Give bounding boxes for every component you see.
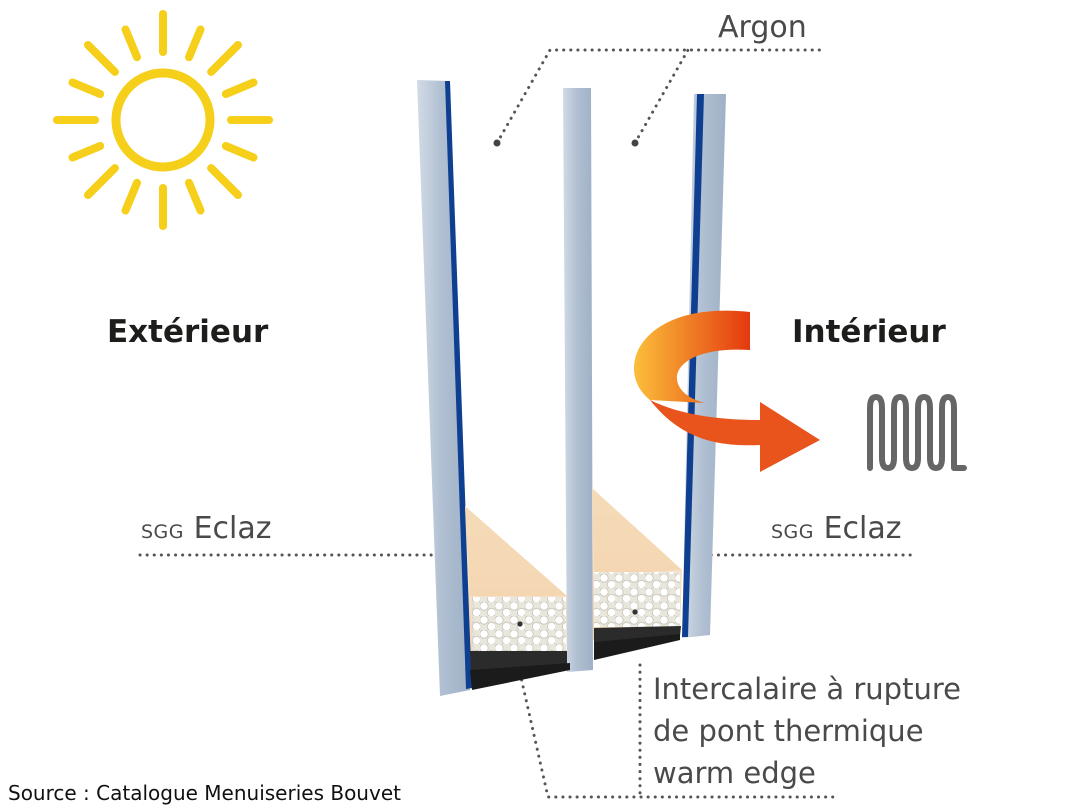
- glass-pane-exterior: [417, 80, 470, 696]
- sgg-prefix: SGG: [771, 521, 815, 543]
- sun-ray: [68, 78, 105, 98]
- sun-ray: [84, 41, 119, 76]
- eclaz-label-left: SGG Eclaz: [141, 511, 271, 546]
- interior-label: Intérieur: [792, 314, 946, 350]
- sun-ray: [185, 25, 205, 62]
- heat-reflection-arrow-icon: [633, 310, 820, 472]
- sun-ray: [121, 25, 141, 62]
- argon-marker-right: [631, 139, 639, 147]
- warm-edge-spacer-1: [465, 506, 570, 690]
- argon-marker-left: [493, 139, 501, 147]
- spacer-leader: [518, 671, 837, 799]
- spacer-description: Intercalaire à rupture de pont thermique…: [653, 668, 961, 794]
- sun-ray: [221, 78, 258, 98]
- argon-leader-right: [633, 48, 690, 145]
- sun-ray: [185, 178, 205, 215]
- sun-icon: [53, 10, 273, 230]
- sun-ray: [68, 142, 105, 162]
- low-e-coating-right: [682, 94, 704, 637]
- sgg-prefix: SGG: [141, 521, 185, 543]
- argon-leader-left: [495, 48, 822, 145]
- sun-ray: [84, 164, 119, 199]
- sun-ray: [207, 41, 242, 76]
- leader-lines: [138, 48, 917, 799]
- exterior-label: Extérieur: [107, 314, 269, 350]
- source-caption: Source : Catalogue Menuiseries Bouvet: [8, 781, 401, 805]
- argon-label: Argon: [718, 10, 807, 45]
- eclaz-name: Eclaz: [193, 511, 272, 546]
- glass-pane-middle: [563, 88, 593, 672]
- spacer-line-3: warm edge: [653, 756, 816, 790]
- eclaz-name: Eclaz: [823, 511, 902, 546]
- sun-ray: [207, 164, 242, 199]
- spacer-line-2: de pont thermique: [653, 714, 924, 748]
- glass-pane-interior: [682, 94, 726, 638]
- spacer-line-1: Intercalaire à rupture: [653, 672, 961, 706]
- radiator-icon: [867, 394, 967, 471]
- eclaz-label-right: SGG Eclaz: [771, 511, 901, 546]
- warm-edge-spacer-2: [592, 488, 682, 660]
- sun-ray: [221, 142, 258, 162]
- low-e-coating-left: [445, 81, 472, 689]
- glass-panes: [417, 80, 726, 696]
- sun-ray: [121, 178, 141, 215]
